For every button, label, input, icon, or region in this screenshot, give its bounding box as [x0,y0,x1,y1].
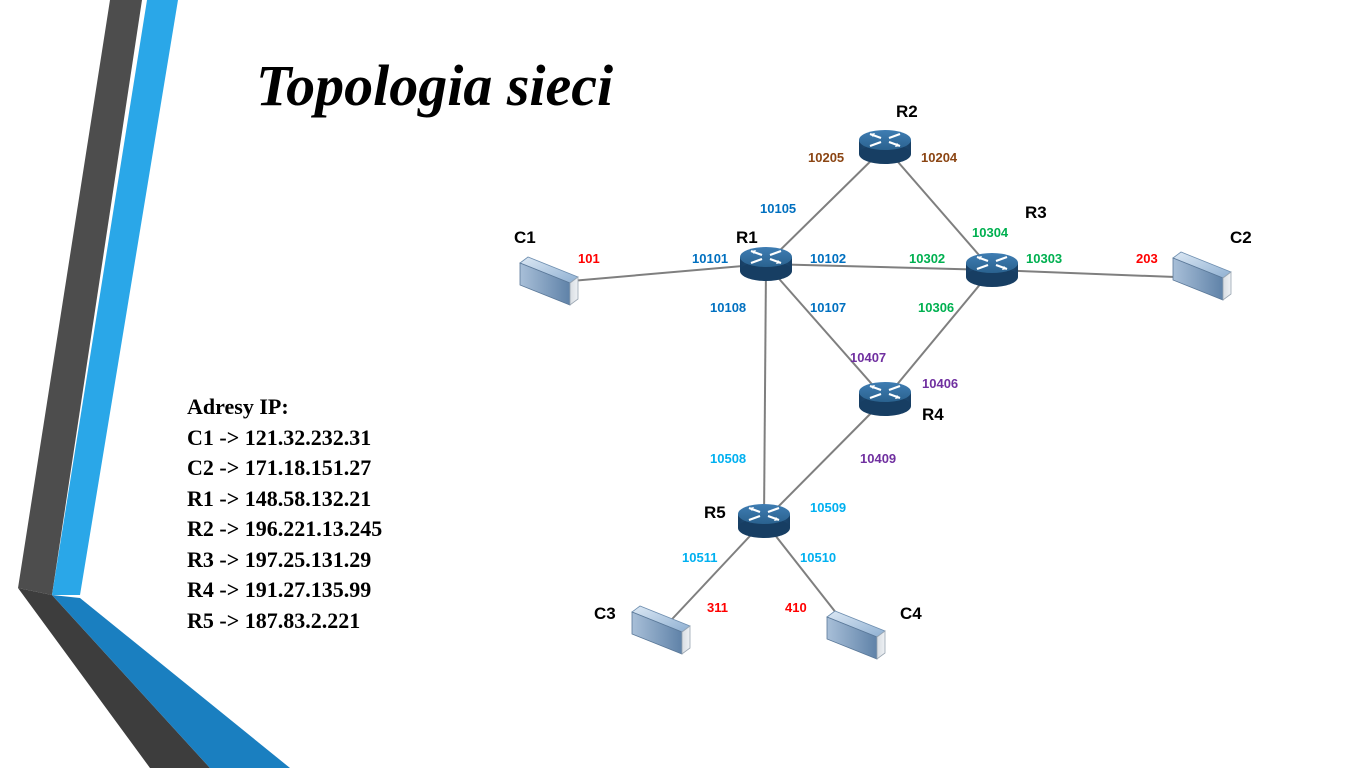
port-label: 10304 [972,225,1009,240]
port-label: 10306 [918,300,954,315]
port-label: 10409 [860,451,896,466]
node-label-c3: C3 [594,604,616,623]
node-label-r2: R2 [896,102,918,121]
port-label: 10105 [760,201,796,216]
port-label: 10511 [682,550,717,565]
node-label-r1: R1 [736,228,758,247]
computer-icon-c4 [826,610,886,660]
deco-dark-lower [18,588,210,768]
computer-icon-c2 [1172,251,1232,301]
node-label-r4: R4 [922,405,944,424]
link-r1-r5 [763,263,767,522]
ip-entry-c2: C2 -> 171.18.151.27 [187,455,372,480]
link-r1-r2 [765,146,886,265]
port-label: 10406 [922,376,958,391]
link-r3-c2 [991,269,1202,279]
ip-entry-r4: R4 -> 191.27.135.99 [187,577,372,602]
link-c1-r1 [547,263,767,284]
port-label: 311 [707,600,728,615]
router-icon-r4 [859,382,911,416]
port-label: 10509 [810,500,846,515]
deco-dark-stripe [18,0,142,595]
ip-list-heading: Adresy IP: [187,394,289,419]
port-label: 10102 [810,251,846,266]
port-label: 10108 [710,300,746,315]
port-label: 10101 [692,251,728,266]
node-label-r3: R3 [1025,203,1047,222]
port-label: 10204 [921,150,958,165]
node-label-c1: C1 [514,228,536,247]
router-icon-r2 [859,130,911,164]
router-icon-r1 [740,247,792,281]
link-r1-r3 [765,263,993,271]
computer-icon-c1 [519,256,579,306]
ip-entry-c1: C1 -> 121.32.232.31 [187,424,372,450]
computer-icon-c3 [631,605,691,655]
port-label: 10205 [808,150,844,165]
link-r2-r3 [884,146,993,271]
port-label: 101 [578,251,600,266]
node-label-c4: C4 [900,604,922,623]
port-label: 10302 [909,251,945,266]
ip-entry-r1: R1 -> 148.58.132.21 [187,485,372,511]
ip-entry-r5: R5 -> 187.83.2.221 [187,607,361,633]
port-label: 10407 [850,350,886,365]
port-label: 10107 [810,300,846,315]
node-label-c2: C2 [1230,228,1252,247]
port-label: 10303 [1026,251,1062,266]
port-label: 10508 [710,451,746,466]
port-label: 10510 [800,550,836,565]
page-title: Topologia sieci [256,53,614,118]
deco-blue-stripe [52,0,178,595]
link-r4-r5 [763,398,886,522]
ip-entry-r3: R3 -> 197.25.131.29 [187,546,372,572]
ip-address-list: Adresy IP: C1 -> 121.32.232.31 C2 -> 171… [187,392,382,636]
node-label-r5: R5 [704,503,726,522]
ip-entry-r2: R2 -> 196.221.13.245 [187,516,383,541]
port-label: 410 [785,600,807,615]
link-r1-r4 [765,263,886,400]
link-r3-r4 [884,269,993,400]
link-r5-c3 [659,520,765,633]
router-icon-r5 [738,504,790,538]
deco-blue-lower [52,595,290,768]
port-label: 203 [1136,251,1158,266]
router-icon-r3 [966,253,1018,287]
